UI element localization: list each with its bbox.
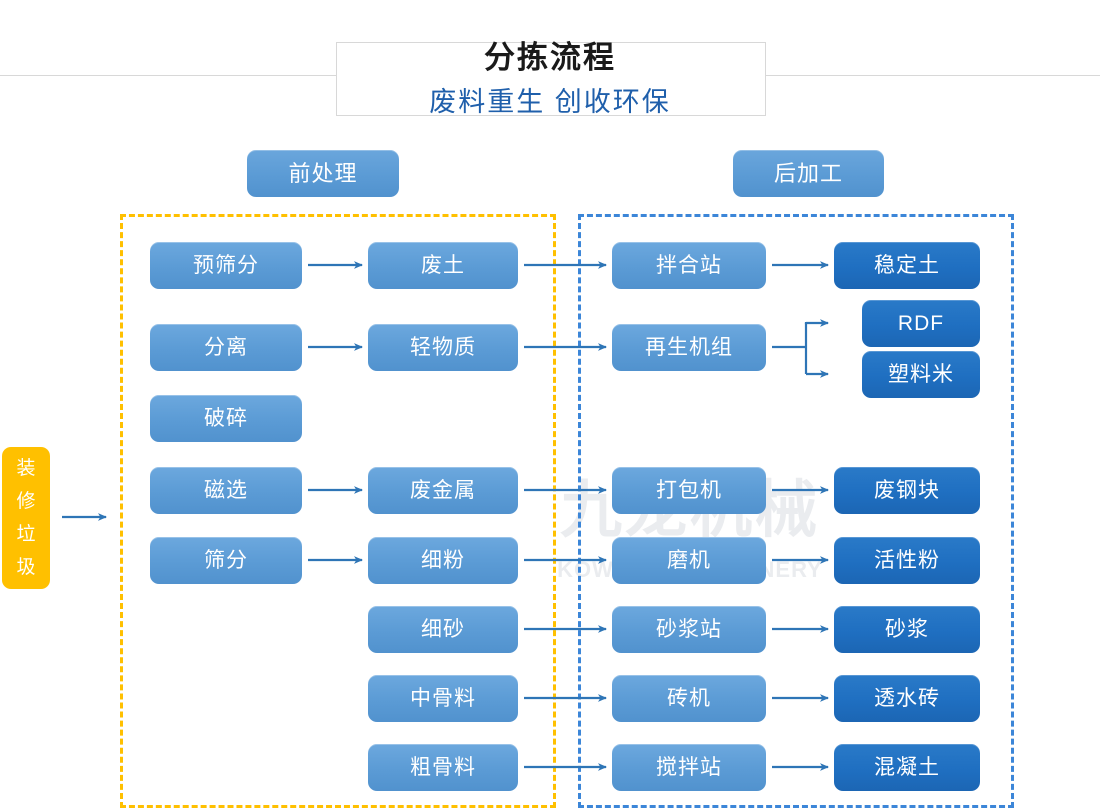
region-pre-processing (120, 214, 556, 808)
node-concrete[interactable]: 混凝土 (834, 744, 980, 791)
node-recycling-unit[interactable]: 再生机组 (612, 324, 766, 371)
node-scrap-metal[interactable]: 废金属 (368, 467, 518, 514)
source-char-2: 修 (16, 491, 36, 512)
node-magnetic-separation[interactable]: 磁选 (150, 467, 302, 514)
node-baler[interactable]: 打包机 (612, 467, 766, 514)
node-mixing-station[interactable]: 拌合站 (612, 242, 766, 289)
node-brick-machine[interactable]: 砖机 (612, 675, 766, 722)
node-fine-powder[interactable]: 细粉 (368, 537, 518, 584)
source-char-3: 垃 (16, 524, 36, 545)
node-pre-screening[interactable]: 预筛分 (150, 242, 302, 289)
node-grinder[interactable]: 磨机 (612, 537, 766, 584)
header-post-processing[interactable]: 后加工 (733, 150, 884, 197)
header-pre-processing[interactable]: 前处理 (247, 150, 399, 197)
source-node-renovation-waste[interactable]: 装 修 垃 圾 (2, 447, 50, 589)
node-scrap-steel-block[interactable]: 废钢块 (834, 467, 980, 514)
node-waste-soil[interactable]: 废土 (368, 242, 518, 289)
node-stabilized-soil[interactable]: 稳定土 (834, 242, 980, 289)
node-mortar[interactable]: 砂浆 (834, 606, 980, 653)
node-light-material[interactable]: 轻物质 (368, 324, 518, 371)
node-active-powder[interactable]: 活性粉 (834, 537, 980, 584)
source-char-4: 圾 (16, 557, 36, 578)
node-permeable-brick[interactable]: 透水砖 (834, 675, 980, 722)
node-crushing[interactable]: 破碎 (150, 395, 302, 442)
node-mortar-station[interactable]: 砂浆站 (612, 606, 766, 653)
node-medium-aggregate[interactable]: 中骨料 (368, 675, 518, 722)
node-concrete-mixing-station[interactable]: 搅拌站 (612, 744, 766, 791)
node-screening[interactable]: 筛分 (150, 537, 302, 584)
node-coarse-aggregate[interactable]: 粗骨料 (368, 744, 518, 791)
node-rdf[interactable]: RDF (862, 300, 980, 347)
source-char-1: 装 (16, 458, 36, 479)
title-frame (336, 42, 766, 116)
node-fine-sand[interactable]: 细砂 (368, 606, 518, 653)
node-separation[interactable]: 分离 (150, 324, 302, 371)
page-title: 分拣流程 (484, 40, 616, 75)
page-subtitle: 废料重生 创收环保 (429, 87, 671, 117)
region-post-processing (578, 214, 1014, 808)
node-plastic-pellets[interactable]: 塑料米 (862, 351, 980, 398)
